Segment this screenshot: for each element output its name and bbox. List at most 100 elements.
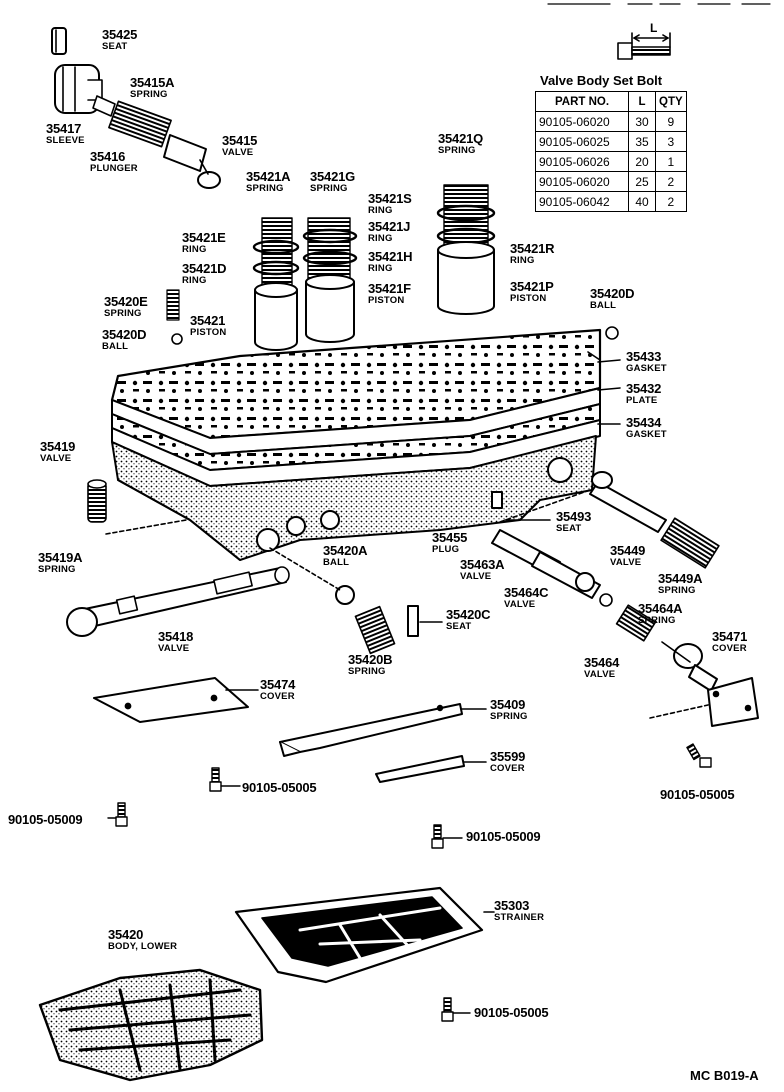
- part-number: 35455: [432, 530, 468, 545]
- part-name: SPRING: [658, 585, 696, 596]
- part-number: 35471: [712, 629, 748, 644]
- part-name: PISTON: [190, 327, 227, 338]
- part-number: 35421E: [182, 230, 226, 245]
- table-row: 90105-06020 30 9: [535, 111, 687, 132]
- part-name: RING: [182, 244, 207, 255]
- part-number: 35421A: [246, 169, 291, 184]
- table-cell: 90105-06042: [535, 191, 629, 212]
- part-name: SPRING: [438, 145, 476, 156]
- part-number: 35420A: [323, 543, 368, 558]
- part-name: RING: [182, 275, 207, 286]
- part-name: SPRING: [246, 183, 284, 194]
- table-header-row: PART NO. L QTY: [535, 91, 687, 112]
- part-number: 35420B: [348, 652, 393, 667]
- part-name: RING: [510, 255, 535, 266]
- bolt-table: PART NO. L QTY 90105-06020 30 9 90105-06…: [535, 91, 687, 212]
- part-name: RING: [368, 233, 393, 244]
- callout-bolt-90105-05005-right: 90105-05005: [660, 787, 735, 802]
- part-name: SEAT: [446, 621, 472, 632]
- part-name: RING: [368, 205, 393, 216]
- part-name: VALVE: [222, 147, 254, 158]
- part-number: 35421D: [182, 261, 227, 276]
- part-number: 35303: [494, 898, 530, 913]
- dimension-label: L: [650, 21, 658, 35]
- part-number: 35417: [46, 121, 82, 136]
- table-cell: 2: [655, 171, 687, 192]
- table-row: 90105-06020 25 2: [535, 171, 687, 192]
- part-number: 35599: [490, 749, 526, 764]
- part-number: 35493: [556, 509, 592, 524]
- part-number: 35421F: [368, 281, 411, 296]
- part-number: 35416: [90, 149, 126, 164]
- part-number: 35420D: [102, 327, 147, 342]
- part-name: SLEEVE: [46, 135, 85, 146]
- table-cell: 1: [655, 151, 687, 172]
- part-name: VALVE: [460, 571, 492, 582]
- part-name: SEAT: [102, 41, 128, 52]
- column-header: L: [628, 91, 656, 112]
- part-name: SPRING: [130, 89, 168, 100]
- bolt-illustration: [617, 32, 671, 60]
- table-row: 90105-06025 35 3: [535, 131, 687, 152]
- part-number: 35421S: [368, 191, 412, 206]
- part-name: COVER: [490, 763, 525, 774]
- part-number: 35463A: [460, 557, 505, 572]
- table-cell: 35: [628, 131, 656, 152]
- part-number: 35415A: [130, 75, 175, 90]
- part-number: 35449A: [658, 571, 703, 586]
- part-name: BALL: [590, 300, 617, 311]
- table-cell: 25: [628, 171, 656, 192]
- reference-code: MC B019-A: [690, 1068, 759, 1083]
- part-number: 35434: [626, 415, 662, 430]
- part-name: SEAT: [556, 523, 582, 534]
- table-row: 90105-06042 40 2: [535, 191, 687, 212]
- table-title: Valve Body Set Bolt: [540, 73, 663, 88]
- part-name: BALL: [323, 557, 350, 568]
- column-header: QTY: [655, 91, 687, 112]
- part-name: PLATE: [626, 395, 658, 406]
- part-number: 35464C: [504, 585, 549, 600]
- part-name: VALVE: [158, 643, 190, 654]
- part-number: 35449: [610, 543, 646, 558]
- table-row: 90105-06026 20 1: [535, 151, 687, 172]
- callout-bolt-90105-05009-center: 90105-05009: [466, 829, 541, 844]
- table-cell: 2: [655, 191, 687, 212]
- part-name: RING: [368, 263, 393, 274]
- part-number: 35464A: [638, 601, 683, 616]
- part-name: PLUNGER: [90, 163, 138, 174]
- part-name: BALL: [102, 341, 129, 352]
- table-cell: 90105-06020: [535, 111, 629, 132]
- part-name: VALVE: [504, 599, 536, 610]
- part-name: VALVE: [40, 453, 72, 464]
- part-name: PISTON: [510, 293, 547, 304]
- table-cell: 30: [628, 111, 656, 132]
- part-number: 35419: [40, 439, 76, 454]
- part-number: 35421: [190, 313, 226, 328]
- part-number: 35421Q: [438, 131, 484, 146]
